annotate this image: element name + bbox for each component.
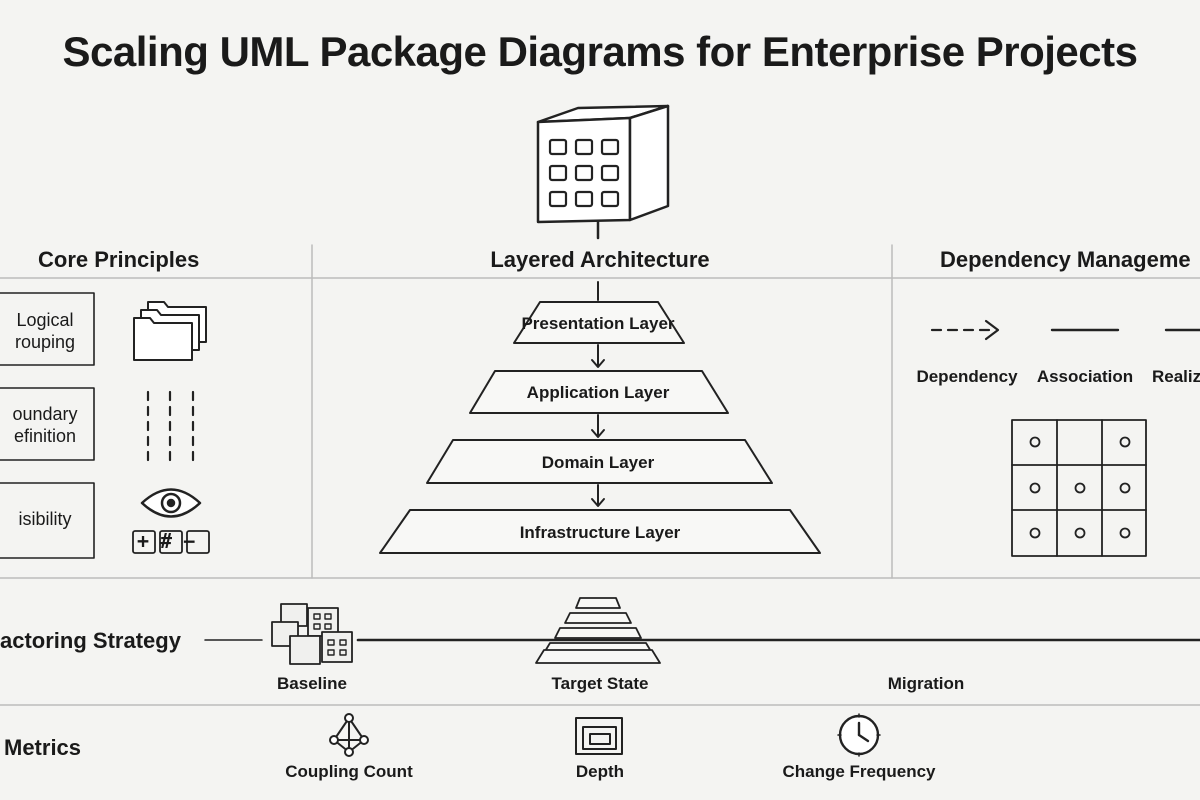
coupling-count-label: Coupling Count	[285, 762, 413, 781]
principle-card-boundary-definition-text: oundary efinition	[0, 403, 94, 447]
application-layer-label: Application Layer	[526, 383, 670, 402]
principle-line-1: Logical	[16, 310, 74, 330]
baseline-label: Baseline	[277, 674, 347, 693]
dependency-management-heading: Dependency Manageme	[940, 247, 1191, 272]
principle-card-logical-grouping	[0, 292, 95, 366]
refactoring-strategy-heading: actoring Strategy	[0, 628, 181, 653]
metrics-heading: Metrics	[4, 735, 82, 760]
application-layer-shape	[469, 370, 729, 414]
association-label: Association	[1036, 367, 1134, 386]
change-frequency-label: Change Frequency	[782, 762, 936, 781]
principle-card-logical-grouping-text: Logical rouping	[0, 309, 94, 353]
visibility-symbol-boxes	[132, 530, 210, 554]
domain-layer-label: Domain Layer	[541, 453, 655, 472]
target-state-label: Target State	[551, 674, 649, 693]
presentation-layer-shape	[513, 301, 685, 344]
clock-icon	[837, 713, 881, 757]
principle-line-2: efinition	[13, 426, 77, 446]
core-principles-heading: Core Principles	[38, 247, 200, 272]
folder-stack-icon	[133, 301, 207, 361]
principle-card-visibility	[0, 482, 95, 559]
dependency-arrow-sample	[930, 319, 1000, 341]
network-nodes-icon	[329, 713, 369, 757]
visibility-symbols: +#−	[137, 529, 207, 553]
domain-layer-shape	[426, 439, 773, 484]
principle-line-2: rouping	[14, 332, 76, 352]
principle-line-1: oundary	[12, 404, 78, 424]
target-state-pyramid-icon	[535, 597, 661, 664]
layered-architecture-heading: Layered Architecture	[490, 247, 710, 272]
dependency-label: Dependency	[916, 367, 1018, 386]
principle-card-boundary-definition	[0, 387, 95, 461]
dashed-boundary-icon	[146, 390, 195, 464]
dependency-matrix	[1011, 419, 1147, 557]
migration-label: Migration	[887, 674, 965, 693]
package-cube-icon	[536, 104, 670, 240]
principle-card-visibility-text: isibility	[0, 508, 94, 530]
depth-label: Depth	[575, 762, 625, 781]
infrastructure-layer-shape	[379, 509, 821, 554]
baseline-packages-icon	[271, 603, 353, 665]
depth-frames-icon	[575, 717, 623, 755]
infrastructure-layer-label: Infrastructure Layer	[519, 523, 681, 542]
realization-label: Realiz	[1152, 367, 1200, 386]
presentation-layer-label: Presentation Layer	[521, 314, 675, 333]
layer-pyramid	[379, 281, 821, 554]
principle-line-1: isibility	[18, 509, 72, 529]
eye-icon	[140, 488, 202, 518]
page-title: Scaling UML Package Diagrams for Enterpr…	[62, 28, 1138, 75]
